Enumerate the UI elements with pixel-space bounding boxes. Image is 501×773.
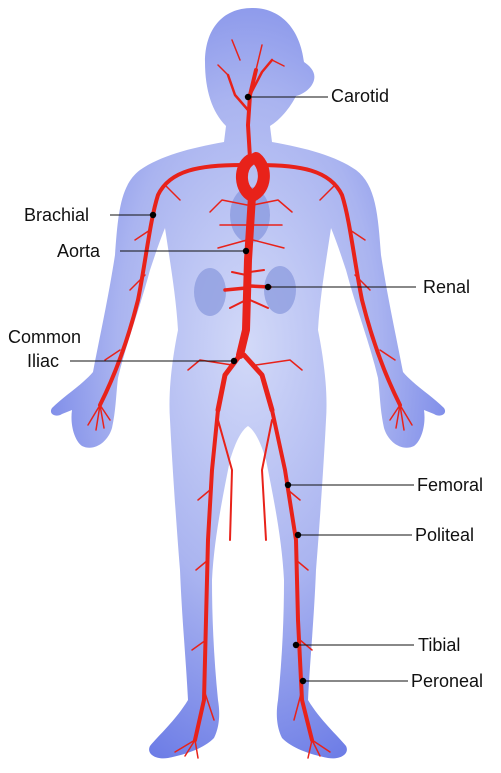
carotid-label: Carotid (331, 86, 389, 106)
femoral-dot (285, 482, 291, 488)
tibial-label: Tibial (418, 635, 460, 655)
carotid-dot (245, 94, 251, 100)
brachial-dot (150, 212, 156, 218)
femoral-label: Femoral (417, 475, 483, 495)
peroneal-dot (300, 678, 306, 684)
peroneal-label: Peroneal (411, 671, 483, 691)
iliac-dot (231, 358, 237, 364)
renal-label: Renal (423, 277, 470, 297)
tibial-dot (293, 642, 299, 648)
brachial-label: Brachial (24, 205, 89, 225)
left-kidney (194, 268, 226, 316)
renal-dot (265, 284, 271, 290)
aorta-dot (243, 248, 249, 254)
common-iliac-label-line2: Iliac (27, 351, 59, 371)
aorta-label: Aorta (57, 241, 100, 261)
politeal-label: Politeal (415, 525, 474, 545)
politeal-dot (295, 532, 301, 538)
common-iliac-label-line1: Common (8, 327, 81, 347)
